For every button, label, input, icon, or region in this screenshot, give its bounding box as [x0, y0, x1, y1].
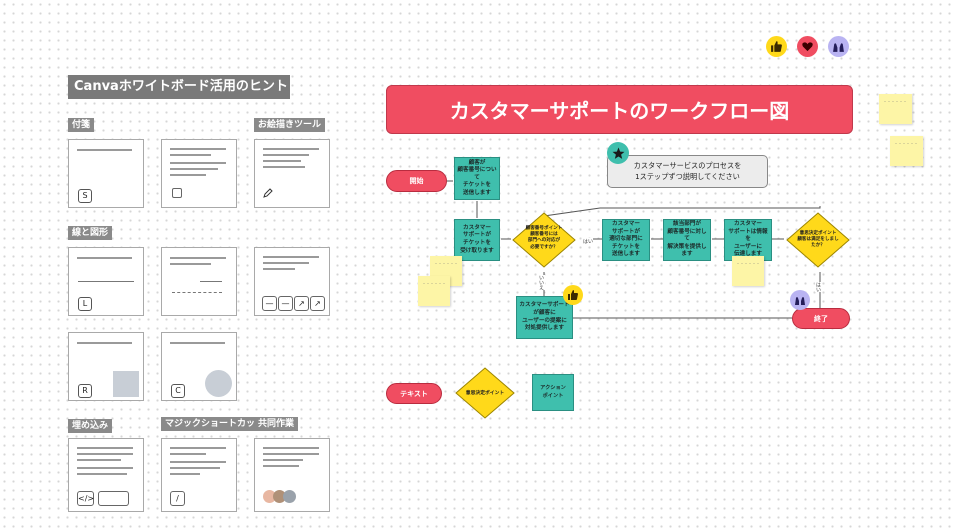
hint-card-sticky[interactable]: S: [68, 139, 144, 208]
line-style-icon: —: [262, 296, 277, 311]
flow-subtitle[interactable]: カスタマーサービスのプロセスを 1ステップずつ説明してください: [607, 155, 768, 188]
hint-card-collab[interactable]: [254, 438, 330, 512]
hint-card-line-styles[interactable]: — — ↗ ↗: [254, 247, 330, 316]
no-label: いいえ: [538, 275, 545, 290]
flow-step-ticket-receive[interactable]: カスタマー サポートが チケットを 受け取ります: [454, 219, 500, 261]
section-magic-shortcuts: マジックショートカット: [161, 417, 269, 431]
hint-card-connector[interactable]: [161, 247, 237, 316]
sticky-add-icon: [172, 188, 182, 198]
legend-decision[interactable]: 意思決定ポイント: [455, 367, 515, 419]
code-icon: </>: [77, 491, 94, 506]
line-sample: [78, 281, 134, 282]
section-sticky: 付箋: [68, 118, 95, 132]
section-drawing: お絵描きツール: [254, 118, 326, 132]
connector-sample: [172, 292, 222, 293]
star-icon: [607, 142, 629, 164]
hints-title: Canvaホワイトボード活用のヒント: [68, 75, 290, 99]
flow-step-department-solution[interactable]: 該当部門が 顧客番号に対して 解決策を提供します: [663, 219, 711, 261]
flow-step-direct-solution[interactable]: カスタマーサポート が顧客に ユーザーの提案に 対処提供します: [516, 296, 573, 339]
flowchart-title[interactable]: カスタマーサポートのワークフロー図: [386, 85, 853, 134]
avatar: [283, 490, 296, 503]
avatar: [263, 490, 276, 503]
line-style-icon: —: [278, 296, 293, 311]
raised-hands-icon[interactable]: [790, 290, 810, 310]
slash-icon: /: [170, 491, 185, 506]
sticky-note[interactable]: ・・・・・・: [879, 94, 912, 124]
hint-card-drawing[interactable]: [254, 139, 330, 208]
sticky-note[interactable]: ・・・・・・: [732, 256, 764, 286]
decision-department[interactable]: 顧客番号ポイント 顧客番号には 部門への対応が 必要ですか？: [512, 212, 576, 268]
flow-step-relay-info[interactable]: カスタマー サポートは情報を ユーザーに 伝達します: [724, 219, 772, 261]
decision-satisfied[interactable]: 意思決定ポイント 顧客は満足をしましたか？: [786, 212, 850, 268]
sticky-note[interactable]: ・・・・・・: [890, 136, 923, 166]
hint-card-rect[interactable]: R: [68, 332, 144, 401]
yes-label: はい: [583, 238, 594, 245]
key-badge-s: S: [78, 189, 92, 203]
hint-card-sticky-tips[interactable]: [161, 139, 237, 208]
thumbs-up-icon[interactable]: [563, 285, 583, 305]
hint-card-circle[interactable]: C: [161, 332, 237, 401]
circle-shape-sample: [205, 370, 232, 397]
flow-start[interactable]: 開始: [386, 170, 447, 192]
flow-step-ticket-submit[interactable]: 顧客が 顧客番号について チケットを 送信します: [454, 157, 500, 200]
key-badge-r: R: [78, 384, 92, 398]
raised-hands-icon[interactable]: [828, 36, 849, 57]
flow-step-route-department[interactable]: カスタマー サポートが 適切な部門に チケットを 送信します: [602, 219, 650, 261]
hint-card-line[interactable]: L: [68, 247, 144, 316]
flow-end[interactable]: 終了: [792, 308, 850, 329]
rect-shape-sample: [113, 371, 139, 397]
arrow-style-icon: ↗: [294, 296, 309, 311]
arrow-style-icon: ↗: [310, 296, 325, 311]
yes-label: はい: [815, 282, 822, 292]
legend-action[interactable]: アクション ポイント: [532, 374, 574, 411]
avatar: [273, 490, 286, 503]
heart-icon[interactable]: [797, 36, 818, 57]
sticky-note[interactable]: ・・・・・・: [418, 276, 450, 306]
section-lines-shapes: 線と図形: [68, 226, 113, 240]
legend-text-pill[interactable]: テキスト: [386, 383, 442, 404]
key-badge-c: C: [171, 384, 185, 398]
section-collab: 共同作業: [254, 417, 299, 431]
hint-card-magic-shortcuts[interactable]: /: [161, 438, 237, 512]
hint-card-embed[interactable]: </>: [68, 438, 144, 512]
embed-button-sample: [98, 491, 129, 506]
thumbs-up-icon[interactable]: [766, 36, 787, 57]
section-embed: 埋め込み: [68, 419, 113, 433]
pencil-icon: [263, 188, 273, 198]
key-badge-l: L: [78, 297, 92, 311]
